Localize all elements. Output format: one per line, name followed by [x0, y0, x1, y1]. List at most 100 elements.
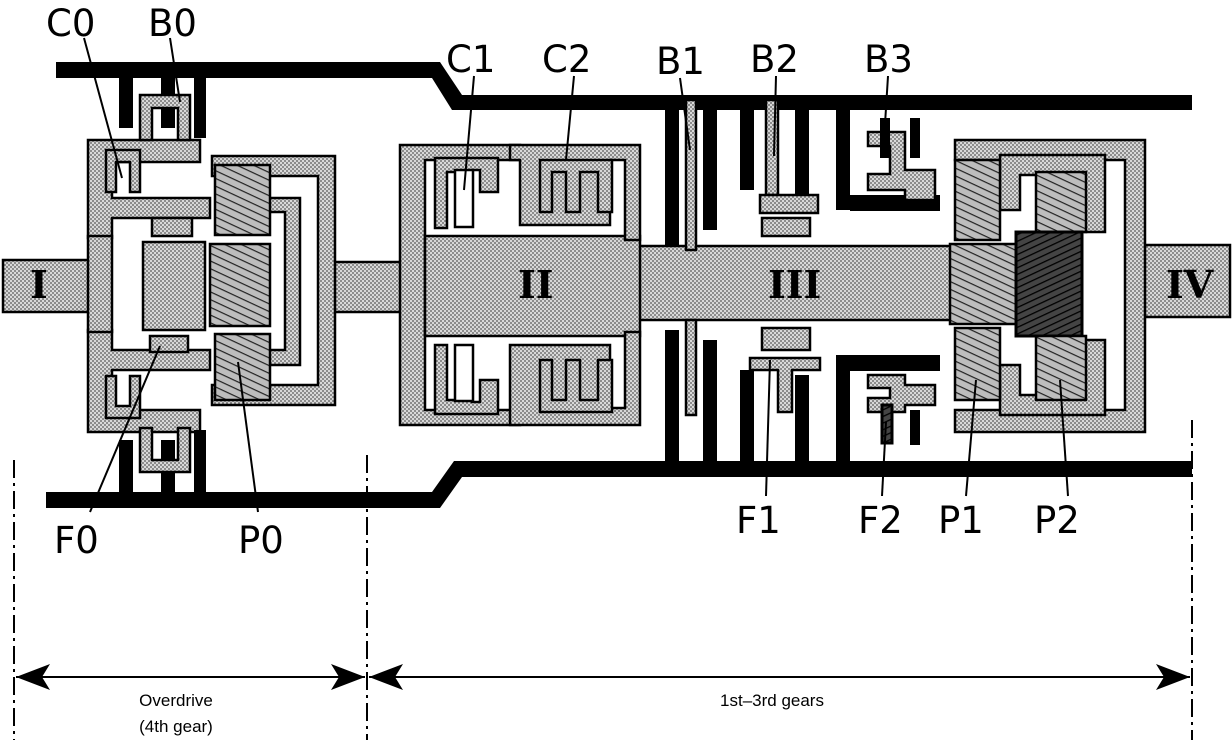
leader-P1 — [965, 379, 977, 497]
one-way-clutch-F2 — [866, 373, 937, 414]
leader-lines — [83, 37, 1069, 513]
brake-B2-plate-2 — [795, 110, 809, 195]
divider-lines — [13, 420, 1193, 740]
clutch-C0 — [104, 148, 142, 194]
one-way-clutch-F0 — [148, 334, 190, 354]
lower-gears-arrow-right — [1156, 664, 1190, 690]
component-labels: C0 B0 C1 C2 B1 B2 B3 F0 P0 F1 F2 P1 P2 — [46, 2, 1080, 562]
shaft-labels: I II III IV — [30, 262, 1215, 307]
leader-B0 — [169, 37, 181, 103]
label-B3: B3 — [864, 38, 913, 81]
lower-gears-arrow-left — [369, 664, 403, 690]
label-F0: F0 — [54, 519, 99, 562]
leader-B3 — [883, 75, 889, 141]
housing-top — [56, 62, 1192, 110]
planetary-P0-middle — [208, 242, 272, 328]
planetary-P1-lower — [953, 326, 1002, 402]
label-shaft-IV: IV — [1166, 262, 1215, 307]
brake-B1-lower-plate-2 — [703, 340, 717, 462]
housing-bottom — [46, 461, 1192, 508]
brake-B2-block — [760, 216, 812, 238]
clutch-C1-piston-upper — [453, 168, 475, 229]
label-B1: B1 — [656, 40, 705, 83]
clutch-section — [398, 143, 642, 427]
brake-B1-lower-plate-1 — [665, 330, 679, 462]
shaft-II-body — [423, 234, 642, 338]
clutch-C1-piston-lower — [453, 343, 475, 403]
overdrive-carrier-lower — [86, 328, 212, 434]
overdrive-arrow-right — [331, 664, 365, 690]
leader-C2 — [565, 75, 575, 161]
clutch-C2-upper — [538, 158, 614, 214]
leader-B2 — [773, 75, 777, 157]
shaft-I-II-link — [326, 260, 412, 314]
leader-F2 — [881, 421, 887, 497]
brake-B3-hub — [866, 130, 937, 202]
label-shaft-I: I — [30, 262, 48, 307]
brake-B2-hub — [764, 98, 780, 197]
caption-lower-gears: 1st–3rd gears — [720, 691, 824, 710]
label-F1: F1 — [736, 499, 781, 542]
label-C1: C1 — [446, 38, 495, 81]
planetary-P1-middle — [948, 242, 1022, 326]
brake-section — [665, 98, 940, 462]
brake-B1-plate-2 — [703, 110, 717, 230]
label-C2: C2 — [542, 38, 591, 81]
label-shaft-II: II — [518, 262, 554, 307]
label-C0: C0 — [46, 2, 95, 45]
brake-B3-plate-3 — [910, 118, 920, 158]
one-way-clutch-F1-body — [748, 356, 822, 414]
overdrive-upper-block — [150, 216, 194, 238]
rear-planetary-unit — [948, 138, 1147, 434]
one-way-clutch-F2-rollers — [880, 403, 894, 445]
planetary-P1-upper — [953, 158, 1002, 242]
caption-overdrive: Overdrive — [139, 691, 213, 710]
brake-B2-drum — [758, 193, 820, 215]
label-B0: B0 — [148, 2, 197, 45]
label-B2: B2 — [750, 38, 799, 81]
brake-B0-lower-plate-3 — [194, 430, 206, 492]
leader-P2 — [1059, 379, 1069, 497]
leader-C0 — [83, 37, 123, 179]
range-arrows — [16, 664, 1190, 690]
clutch-C0-lower — [104, 374, 142, 420]
brake-B0-lower-plate-1 — [119, 440, 133, 492]
planetary-P0-upper — [213, 163, 272, 237]
leader-P0 — [237, 361, 259, 513]
overdrive-arrow-left — [16, 664, 50, 690]
brake-B1-lower-band — [684, 318, 698, 417]
brake-B2-plate-1 — [740, 110, 754, 190]
brake-F2-plate-1 — [836, 355, 850, 462]
brake-F2-plate-2 — [910, 410, 920, 445]
caption-overdrive-gear: (4th gear) — [139, 717, 213, 736]
brake-B1-plate-1 — [665, 110, 679, 245]
leader-C1 — [463, 75, 475, 191]
brake-B1-band — [684, 98, 698, 252]
overdrive-unit — [86, 78, 337, 492]
shaft-I — [1, 258, 105, 314]
label-shaft-III: III — [768, 262, 821, 307]
range-captions: Overdrive (4th gear) 1st–3rd gears — [139, 691, 824, 736]
brake-B0-hub — [138, 93, 192, 142]
brake-B0-plate-3 — [194, 78, 206, 138]
planetary-P2-middle — [1014, 230, 1084, 338]
overdrive-sun-hub — [141, 240, 207, 332]
brake-B0-plate-1 — [119, 78, 133, 128]
housing — [46, 62, 1192, 508]
label-F2: F2 — [858, 499, 903, 542]
brake-F2-backing — [850, 355, 940, 371]
brake-F1-plate-1 — [740, 370, 754, 462]
label-P2: P2 — [1034, 499, 1080, 542]
brake-B3-plate-1 — [836, 110, 850, 210]
clutch-C2-lower — [538, 358, 614, 414]
leader-F0 — [89, 345, 161, 513]
brake-F1-plate-2 — [795, 375, 809, 462]
planetary-P2-upper — [1034, 170, 1088, 234]
leader-F1 — [765, 359, 771, 497]
overdrive-hub — [86, 234, 114, 334]
leader-B1 — [679, 77, 691, 151]
one-way-clutch-F1 — [760, 326, 812, 352]
label-P0: P0 — [238, 519, 284, 562]
